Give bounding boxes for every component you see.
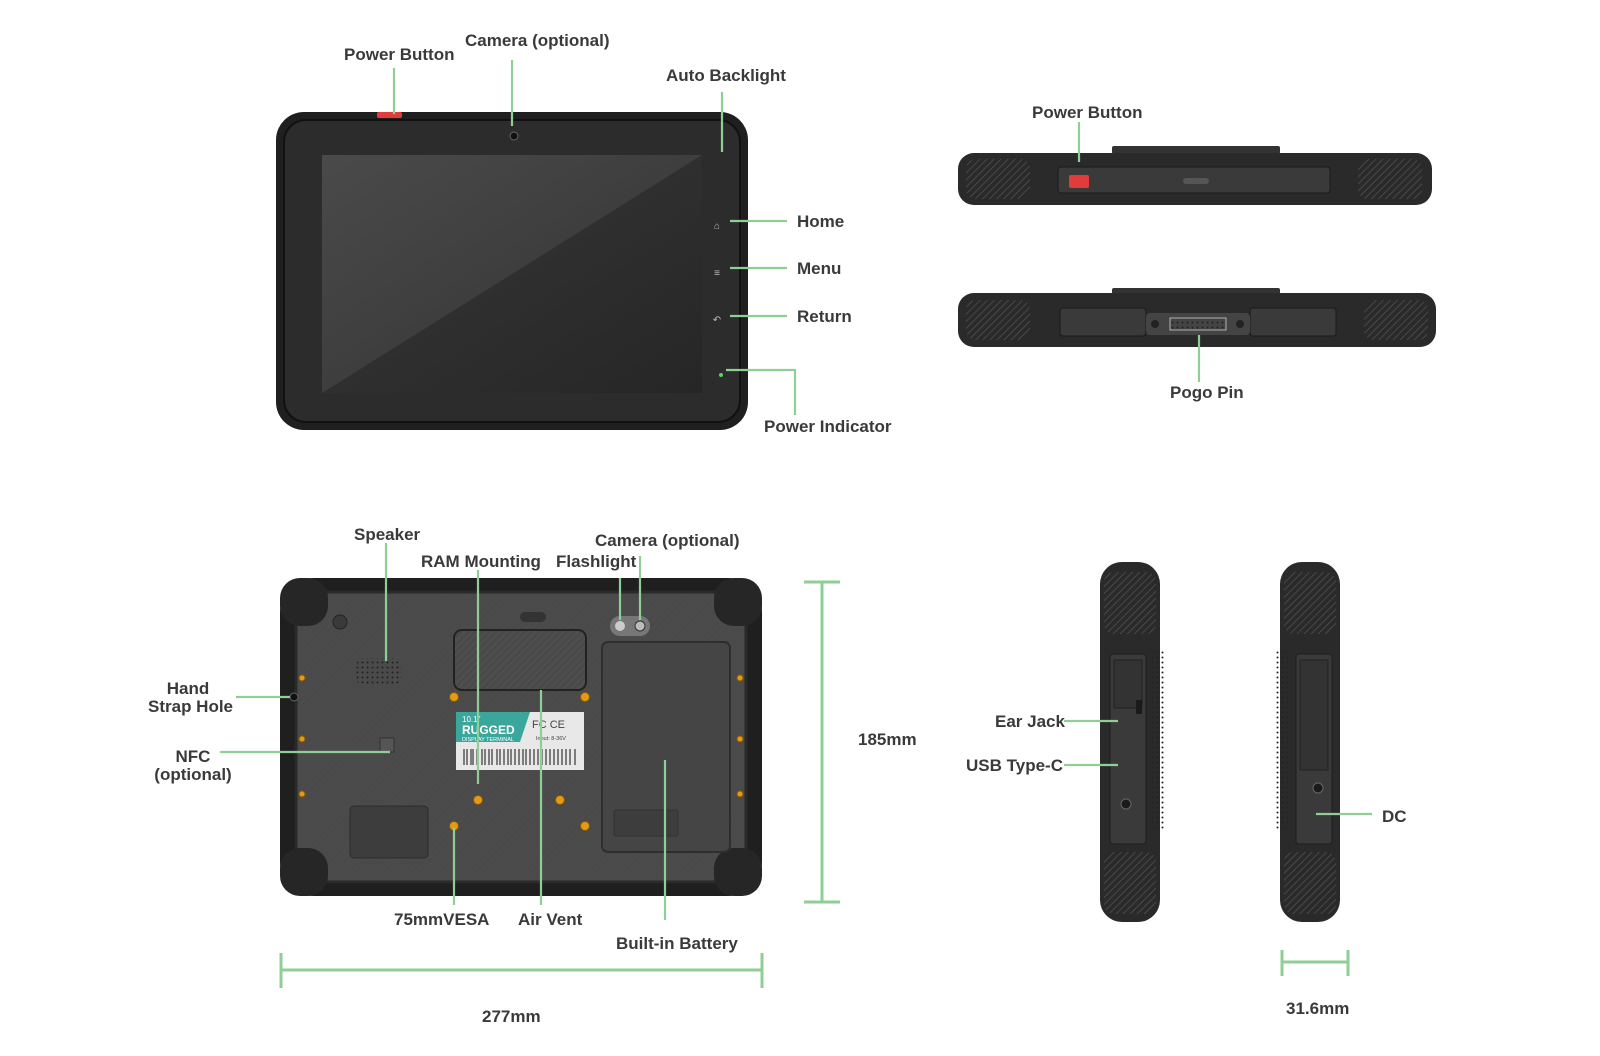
sticker-brand: RUGGED: [462, 723, 515, 737]
label-rear-camera: Camera (optional): [595, 531, 740, 550]
top-power-key: [1069, 175, 1089, 188]
label-width-277mm: 277mm: [482, 1007, 541, 1026]
label-air-vent: Air Vent: [518, 910, 583, 929]
label-nfc-line1: NFC: [175, 747, 211, 766]
width-dimension-line: [279, 953, 764, 988]
label-hand-strap-hole-line1: Hand: [166, 679, 210, 698]
label-speaker: Speaker: [354, 525, 421, 544]
left-side-view: [1100, 562, 1166, 922]
usb-type-c-port: [1136, 700, 1142, 714]
sticker-input: Input: 8-36V: [536, 736, 566, 742]
front-camera-lens: [509, 131, 519, 141]
right-side-view: [1274, 562, 1340, 922]
label-ear-jack: Ear Jack: [995, 712, 1065, 731]
front-callouts: [392, 60, 797, 415]
return-icon: ↶: [713, 315, 721, 326]
menu-icon: ≡: [714, 268, 720, 279]
sticker-certs: FC CE: [532, 719, 565, 731]
label-pogo-pin: Pogo Pin: [1170, 383, 1244, 402]
side-callouts: [1064, 719, 1372, 816]
label-front-power-button: Power Button: [344, 45, 455, 64]
label-menu: Menu: [797, 259, 842, 278]
label-auto-backlight: Auto Backlight: [666, 66, 786, 85]
depth-dimension-line: [1280, 950, 1350, 976]
label-usb-type-c: USB Type-C: [966, 756, 1063, 775]
label-vesa: 75mmVESA: [394, 910, 490, 929]
label-built-in-battery: Built-in Battery: [616, 934, 738, 953]
label-nfc-line2: (optional): [154, 765, 232, 784]
speaker-grill: [356, 658, 402, 686]
air-vent-grill: [453, 629, 587, 691]
rear-camera-lens: [634, 620, 646, 632]
label-power-indicator: Power Indicator: [764, 417, 892, 436]
pogo-pin-connector: [1169, 317, 1227, 331]
label-hand-strap-hole: Hand Strap Hole: [148, 679, 234, 716]
sticker-size: 10.1": [462, 715, 481, 724]
front-screen: [322, 155, 702, 393]
label-top-power-button: Power Button: [1032, 103, 1143, 122]
label-front-camera: Camera (optional): [465, 31, 610, 50]
label-height-185mm: 185mm: [858, 730, 917, 749]
power-indicator-led: [719, 373, 723, 377]
front-power-key: [377, 112, 402, 118]
back-callouts: [220, 543, 667, 920]
height-dimension-line: [804, 580, 840, 904]
dc-port: [1312, 782, 1324, 794]
flashlight-led: [615, 621, 625, 631]
bottom-edge-view: [958, 288, 1436, 347]
label-dc: DC: [1382, 807, 1407, 826]
label-depth-31-6mm: 31.6mm: [1286, 999, 1350, 1018]
label-hand-strap-hole-line2: Strap Hole: [148, 697, 234, 716]
label-flashlight: Flashlight: [556, 552, 637, 571]
front-view-tablet: ⌂ ≡ ↶: [276, 112, 748, 430]
home-icon: ⌂: [714, 221, 720, 232]
label-ram-mounting: RAM Mounting: [421, 552, 541, 571]
label-nfc: NFC (optional): [150, 748, 236, 784]
label-home: Home: [797, 212, 845, 231]
rugged-sticker: RUGGED 10.1" DISPLAY TERMINAL FC CE Inpu…: [456, 712, 584, 770]
sticker-subtitle: DISPLAY TERMINAL: [462, 737, 514, 743]
ear-jack-port: [1120, 798, 1132, 810]
label-return: Return: [797, 307, 852, 326]
top-edge-view: [958, 146, 1432, 205]
back-view-tablet: RUGGED 10.1" DISPLAY TERMINAL FC CE Inpu…: [280, 578, 762, 896]
